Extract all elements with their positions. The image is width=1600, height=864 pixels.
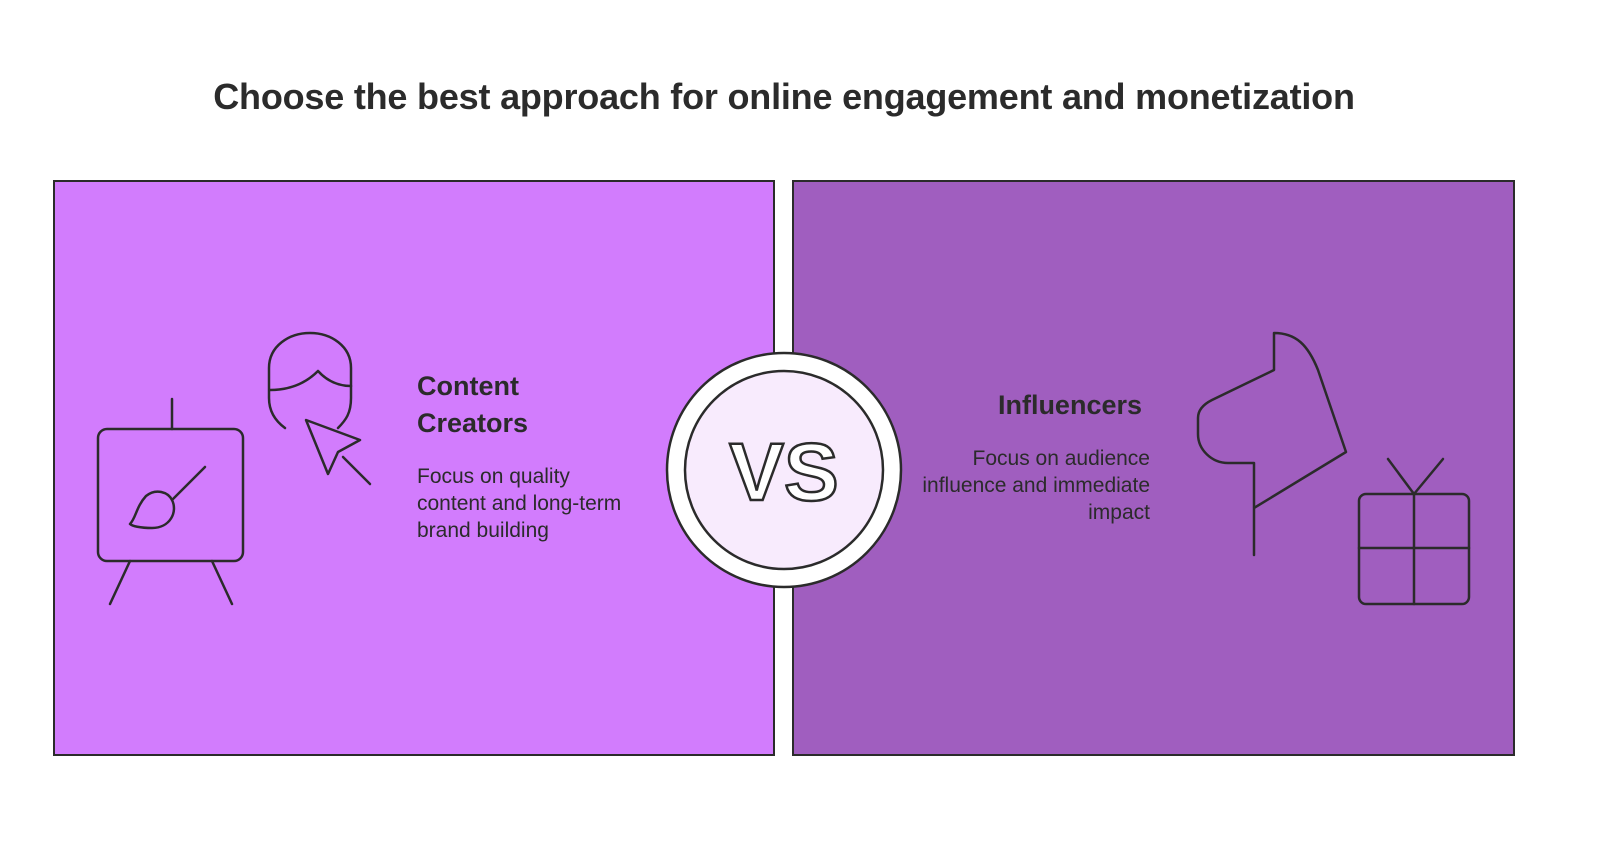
diagram-title: Choose the best approach for online enga… [213,76,1355,117]
content-creators-description: Focus on quality content and long-term b… [417,465,622,542]
horse-head-icon [1196,331,1348,557]
influencers-description: Focus on audience influence and immediat… [922,447,1150,524]
vs-inner-circle [683,369,885,571]
content-creators-heading: Content Creators [417,371,529,438]
vs-badge: VS [665,351,903,589]
gift-box-icon [1357,457,1471,606]
vs-label: VS [729,427,838,518]
easel-paintbrush-icon [96,397,245,606]
influencers-heading: Influencers [997,390,1142,420]
content-creators-panel [53,180,775,756]
person-cursor-icon [267,331,372,486]
